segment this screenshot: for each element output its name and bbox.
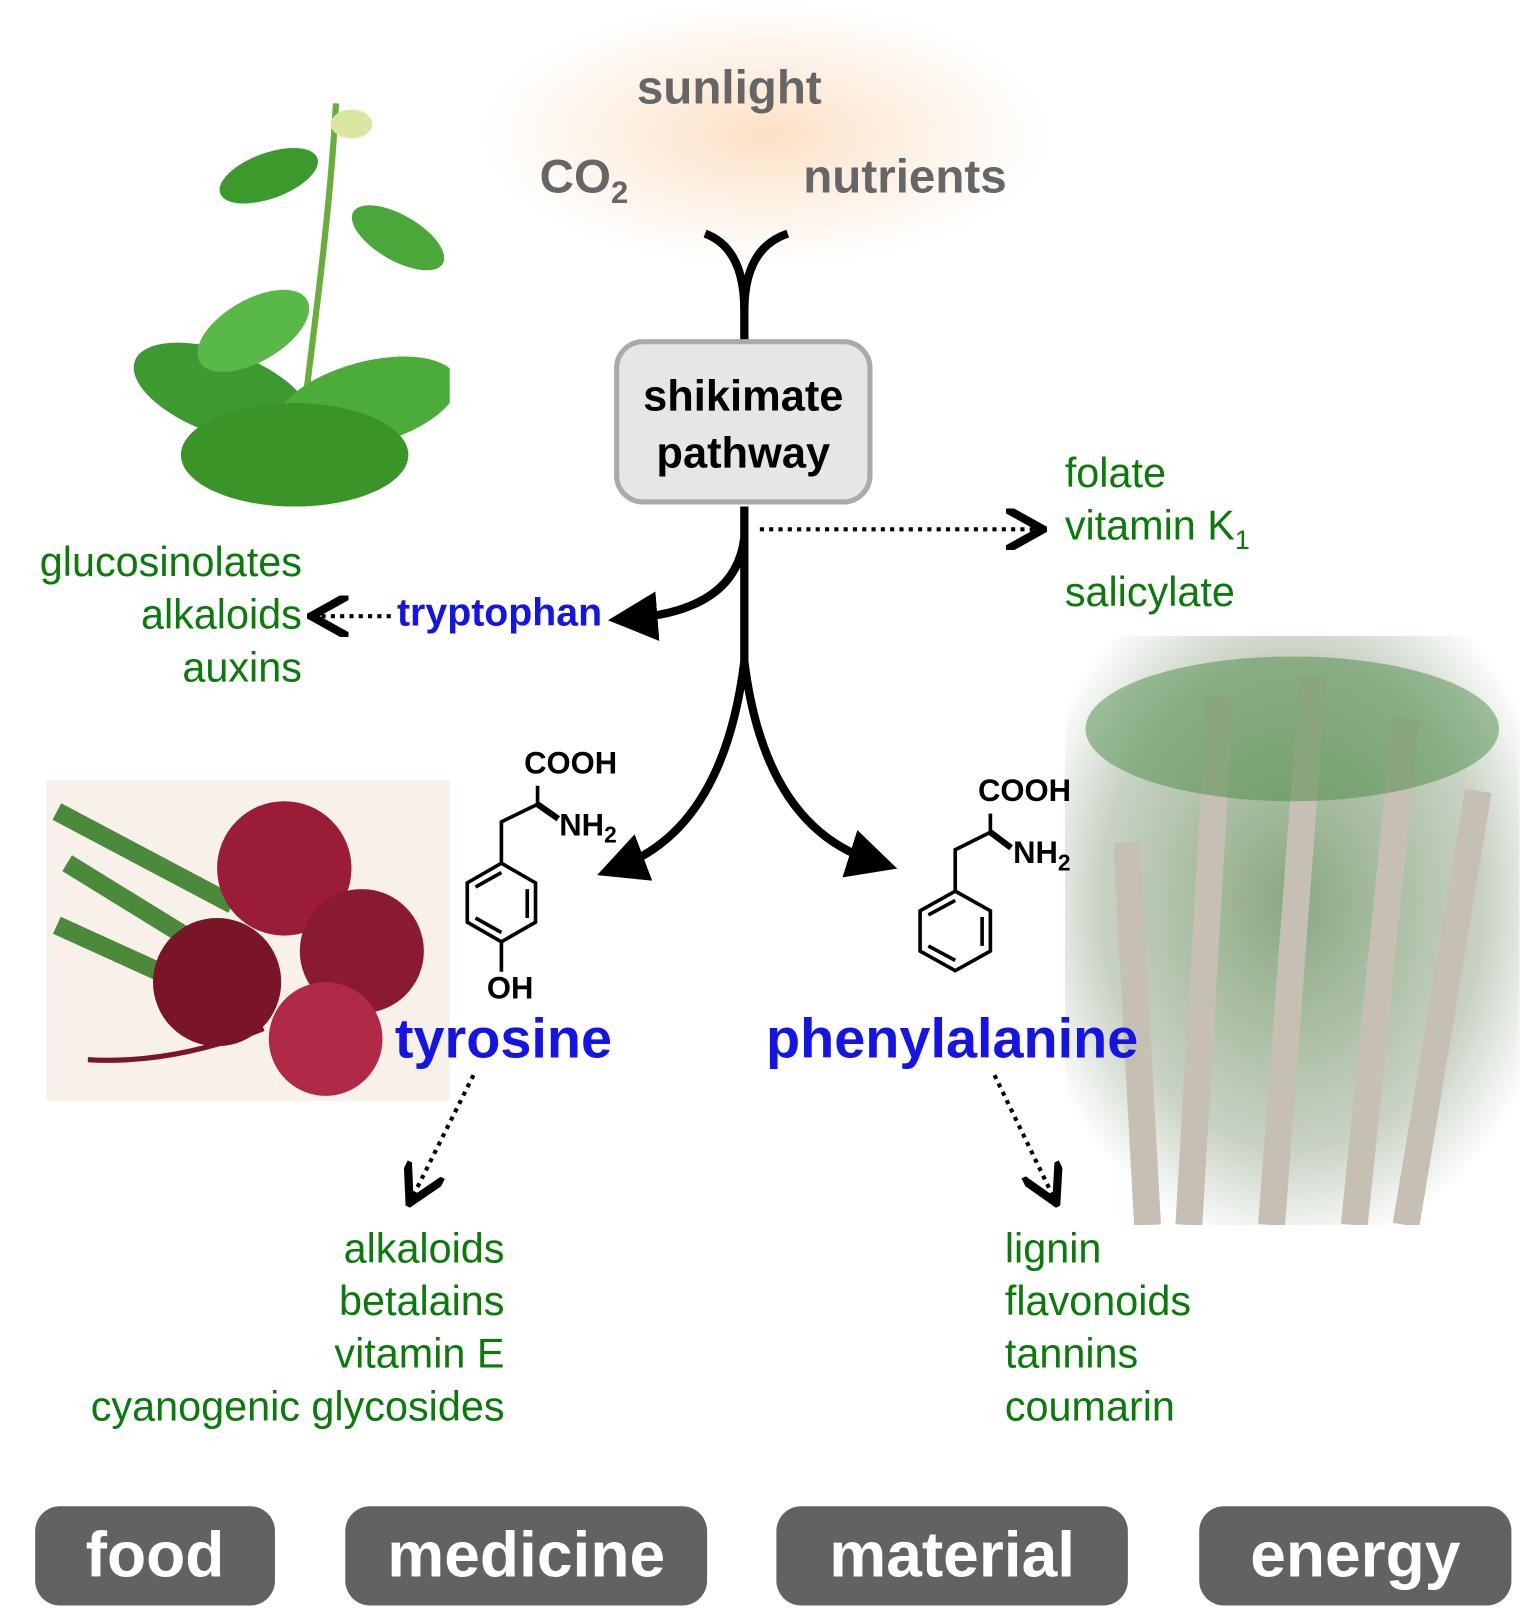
beetroot-image [46, 780, 450, 1101]
sunlight-glow [475, 0, 1055, 269]
pathway-arrows [0, 229, 1530, 1241]
product-item: flavonoids [1004, 1278, 1192, 1325]
input-nutrients: nutrients [803, 148, 1007, 203]
co2-label: CO [539, 148, 611, 203]
tree-image [1064, 635, 1520, 1226]
product-item: cyanogenic glycosides [90, 1384, 505, 1430]
product-item: glucosinolates [39, 539, 302, 586]
tryptophan-products: glucosinolates alkaloids auxins [40, 537, 302, 695]
input-co2: CO2 [540, 148, 629, 211]
vitamin-k-subscript: 1 [1234, 524, 1250, 556]
merge-arrow [703, 229, 790, 311]
tyrosine-products: alkaloids betalains vitamin E cyanogenic… [91, 1223, 505, 1434]
phenylalanine-label: phenylalanine [766, 1007, 1139, 1070]
tyrosine-nh2: NH2 [559, 808, 616, 848]
product-vitamin-k1: vitamin K1 [1065, 500, 1250, 566]
phenylalanine-cooh: COOH [977, 774, 1072, 809]
product-item: lignin [1004, 1226, 1102, 1272]
tryptophan-label: tryptophan [396, 591, 603, 635]
side-products: folate vitamin K1 salicylate [1065, 448, 1250, 620]
nh-label: NH [1013, 836, 1058, 871]
nh-subscript: 2 [604, 821, 617, 848]
category-energy: energy [1199, 1506, 1512, 1606]
nh-subscript: 2 [1057, 849, 1071, 876]
arrow-tyrosine [597, 661, 749, 881]
vitamin-k-label: vitamin K [1064, 503, 1235, 549]
pathway-line1: shikimate [643, 371, 844, 420]
category-food: food [35, 1506, 275, 1606]
tyrosine-oh: OH [486, 971, 534, 1006]
plant-image [133, 103, 450, 507]
category-material: material [776, 1506, 1128, 1606]
tyrosine-structure [465, 785, 561, 972]
tyrosine-label: tyrosine [394, 1007, 613, 1070]
co2-subscript: 2 [610, 175, 629, 211]
phenylalanine-structure [918, 813, 1013, 973]
arrow-phenylalanine [740, 661, 898, 878]
product-item: alkaloids [140, 592, 302, 638]
input-sunlight: sunlight [636, 59, 822, 114]
category-medicine: medicine [345, 1506, 708, 1606]
phenylalanine-products: lignin flavonoids tannins coumarin [1005, 1223, 1191, 1434]
dotted-arrow-phenylalanine [992, 1074, 1055, 1199]
pathway-line2: pathway [656, 427, 831, 477]
product-item: betalains [338, 1278, 505, 1325]
product-folate: folate [1064, 450, 1166, 497]
arrow-tryptophan [607, 537, 749, 641]
product-salicylate: salicylate [1064, 569, 1235, 616]
product-item: vitamin E [334, 1331, 505, 1378]
shikimate-pathway-box: shikimate pathway [614, 339, 873, 505]
dotted-arrow-tyrosine [411, 1074, 476, 1199]
nh-label: NH [559, 808, 605, 843]
product-item: coumarin [1004, 1384, 1175, 1430]
phenylalanine-nh2: NH2 [1013, 836, 1070, 876]
product-item: auxins [182, 645, 302, 691]
product-item: tannins [1004, 1331, 1139, 1378]
tyrosine-cooh: COOH [524, 746, 618, 781]
product-item: alkaloids [343, 1226, 505, 1272]
